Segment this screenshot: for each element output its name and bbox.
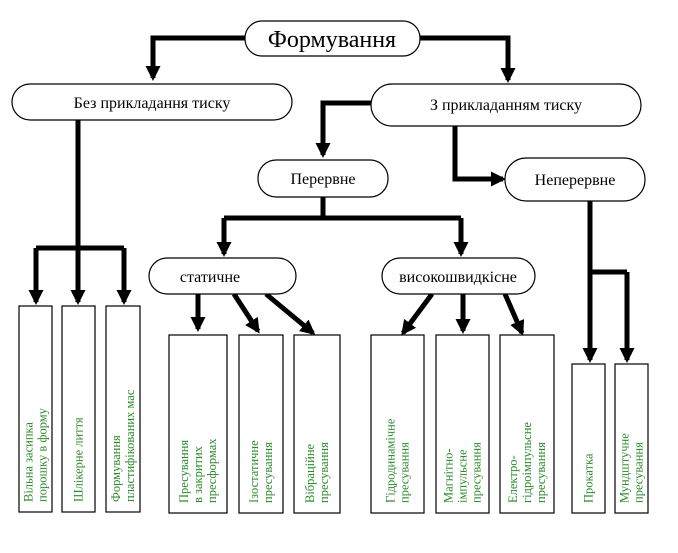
leaf-box bbox=[614, 363, 649, 514]
leaf-label-line: Прокатка bbox=[582, 453, 596, 503]
node-with-pressure: З прикладанням тиску bbox=[370, 83, 642, 127]
leaf-label-line: пресування bbox=[317, 442, 331, 503]
leaf-box bbox=[168, 334, 228, 514]
leaf-box bbox=[571, 363, 606, 514]
leaf-label-line: Вільна засипка bbox=[22, 422, 36, 502]
leaf-box bbox=[293, 334, 341, 514]
node-interrupted-box bbox=[257, 159, 389, 198]
leaf-box bbox=[499, 334, 555, 514]
node-with-pressure-label: З прикладанням тиску bbox=[430, 97, 582, 114]
leaf-label-line: пресування bbox=[632, 442, 646, 503]
edge-static-leaf2 bbox=[231, 292, 261, 334]
leaf-label-line: Ізостатичне bbox=[247, 440, 261, 503]
leaf-continuous-1: Прокатка bbox=[571, 363, 606, 514]
leaf-label-line: Електро- bbox=[506, 455, 520, 503]
edge-with-to-interrupted bbox=[315, 100, 375, 158]
node-root-label: Формування bbox=[268, 27, 396, 53]
node-high-speed-box bbox=[381, 257, 536, 295]
leaf-label-line: Пресування bbox=[177, 440, 191, 503]
node-static: статичне bbox=[148, 257, 297, 295]
leaf-label-line: пресування bbox=[261, 442, 275, 503]
leaf-without-2: Шлікерне лиття bbox=[61, 305, 96, 513]
node-with-pressure-box bbox=[370, 83, 642, 127]
leaf-box bbox=[238, 334, 284, 514]
leaf-label-line: пресформах bbox=[205, 438, 219, 503]
leaf-label-line: пресування bbox=[534, 442, 548, 503]
leaf-label-line: Магнітно- bbox=[442, 448, 456, 503]
leaf-label-line: Шлікерне лиття bbox=[72, 417, 86, 502]
leaf-box bbox=[435, 334, 490, 514]
leaf-box bbox=[370, 334, 425, 514]
leaf-label-line: Формування bbox=[109, 435, 123, 502]
node-without-pressure: Без прикладання тиску bbox=[11, 83, 293, 121]
node-root-box bbox=[244, 20, 421, 57]
node-without-pressure-label: Без прикладання тиску bbox=[74, 95, 231, 112]
node-high-speed-label: високошвидкісне bbox=[399, 269, 517, 286]
node-continuous-label: Неперервне bbox=[535, 172, 616, 189]
leaf-label-line: порошку в форму bbox=[36, 407, 50, 502]
leaf-label-line: Гідродинамічне bbox=[384, 418, 398, 503]
node-without-pressure-box bbox=[11, 83, 293, 121]
leaf-label-line: пресування bbox=[398, 442, 412, 503]
node-static-label: статичне bbox=[180, 269, 240, 286]
leaf-label-line: пластифікованих мас bbox=[123, 389, 137, 502]
node-interrupted: Перервне bbox=[257, 159, 389, 198]
leaf-label-line: Вібраційне bbox=[303, 443, 317, 503]
edge-high-leaf3 bbox=[502, 293, 525, 336]
leaf-box bbox=[61, 305, 96, 513]
leaf-label-line: Мундштучне bbox=[618, 433, 632, 503]
leaf-label-line: в закритих bbox=[191, 445, 205, 503]
leaf-label-line: імпульсне bbox=[456, 449, 470, 503]
node-high-speed: високошвидкісне bbox=[381, 257, 536, 295]
node-static-box bbox=[148, 257, 297, 295]
connectors bbox=[28, 35, 635, 363]
node-continuous: Неперервне bbox=[504, 157, 646, 202]
edge-root-to-without bbox=[145, 35, 245, 81]
leaf-box bbox=[18, 305, 53, 513]
leaf-label-line: пресування bbox=[470, 442, 484, 503]
edge-static-leaf3 bbox=[264, 292, 316, 335]
leaf-box bbox=[105, 305, 141, 513]
edge-with-to-continuous bbox=[452, 126, 506, 187]
node-continuous-box bbox=[504, 157, 646, 202]
edge-root-to-with bbox=[420, 35, 516, 83]
leaf-label-line: гідроімпульсне bbox=[520, 422, 534, 503]
edge-high-leaf1 bbox=[400, 292, 435, 336]
node-root: Формування bbox=[244, 20, 421, 57]
node-interrupted-label: Перервне bbox=[291, 171, 356, 188]
